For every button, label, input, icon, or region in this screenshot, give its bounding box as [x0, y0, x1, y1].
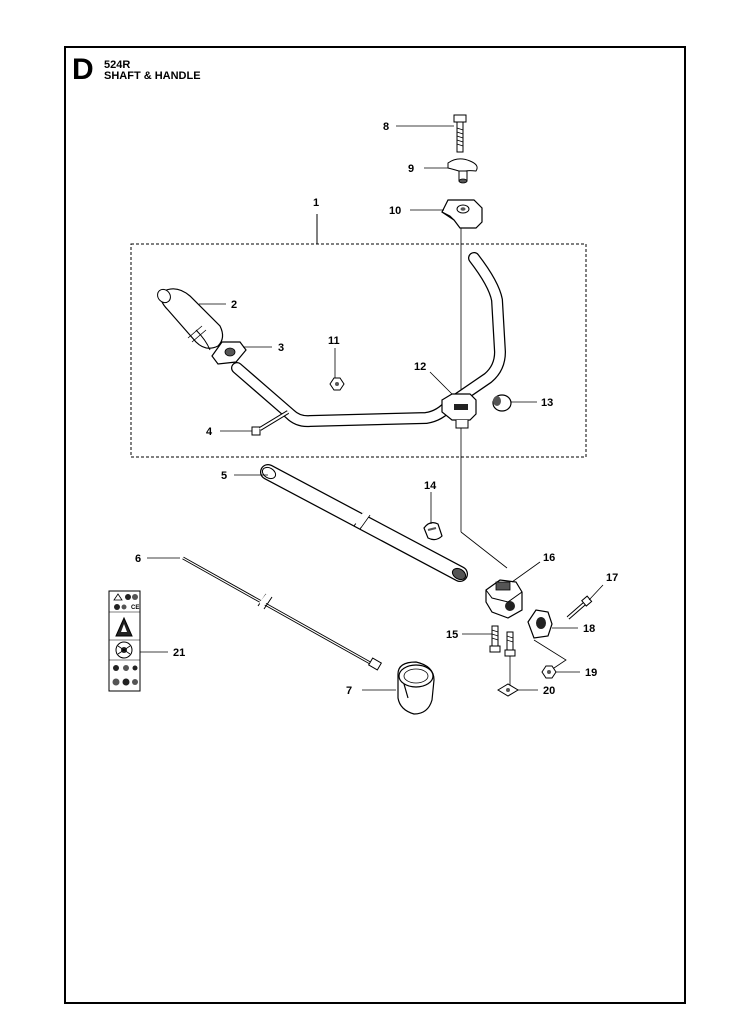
callout-1: 1: [313, 197, 319, 209]
section-letter: D: [72, 53, 94, 86]
callout-21: 21: [173, 647, 185, 659]
callout-6: 6: [135, 553, 141, 565]
model-number: 524R: [104, 59, 131, 71]
leader-17: [588, 584, 604, 601]
part-20-square-nut: [497, 683, 519, 697]
assembly-line-16: [460, 531, 508, 569]
callout-5: 5: [221, 470, 227, 482]
callout-13: 13: [541, 397, 553, 409]
decal-rotation-icon: [115, 641, 133, 659]
callout-10: 10: [389, 205, 401, 217]
decal-ppe-icons: [112, 665, 138, 686]
callout-11: 11: [328, 335, 340, 347]
part-21-decal: CE: [108, 590, 141, 692]
part-10-clamp-cap: [441, 199, 483, 229]
part-4-screw: [251, 410, 290, 436]
callout-12: 12: [414, 361, 426, 373]
callout-7: 7: [346, 685, 352, 697]
part-7-guard-ring: [397, 661, 435, 715]
callout-8: 8: [383, 121, 389, 133]
callout-9: 9: [408, 163, 414, 175]
callout-3: 3: [278, 342, 284, 354]
part-8-bolt: [453, 114, 467, 153]
part-3-bracket: [211, 341, 247, 365]
handle-assembly-group-box: [130, 243, 587, 458]
part-17-screw: [566, 595, 593, 620]
decal-ce-mark: CE: [131, 605, 139, 611]
leader-12: [429, 371, 453, 395]
part-15-screws: [489, 625, 516, 657]
part-14-clip: [423, 522, 443, 541]
part-16-coupling: [485, 579, 523, 619]
part-5-shaft-tube: [260, 464, 468, 582]
decal-warning-icon: [113, 593, 138, 610]
leader-18-19-link: [533, 639, 567, 673]
callout-18: 18: [583, 623, 595, 635]
callout-17: 17: [606, 572, 618, 584]
callout-20: 20: [543, 685, 555, 697]
callout-4: 4: [206, 426, 213, 438]
decal-hazard-icon: [115, 616, 133, 637]
part-13-spacer: [492, 394, 512, 412]
callout-15: 15: [446, 629, 458, 641]
leader-16: [511, 561, 541, 583]
diagram-title: SHAFT & HANDLE: [104, 70, 201, 82]
callout-14: 14: [424, 480, 437, 492]
callout-16: 16: [543, 552, 555, 564]
part-11-nut: [329, 377, 345, 391]
callout-2: 2: [231, 299, 237, 311]
part-2-grip: [157, 288, 224, 351]
part-18-bracket: [527, 609, 553, 639]
callout-19: 19: [585, 667, 597, 679]
part-12-handle-clamp: [441, 393, 477, 429]
diagram-frame: [64, 46, 686, 1004]
part-6-drive-shaft: [182, 556, 383, 671]
part-9-wing-knob: [447, 158, 478, 184]
